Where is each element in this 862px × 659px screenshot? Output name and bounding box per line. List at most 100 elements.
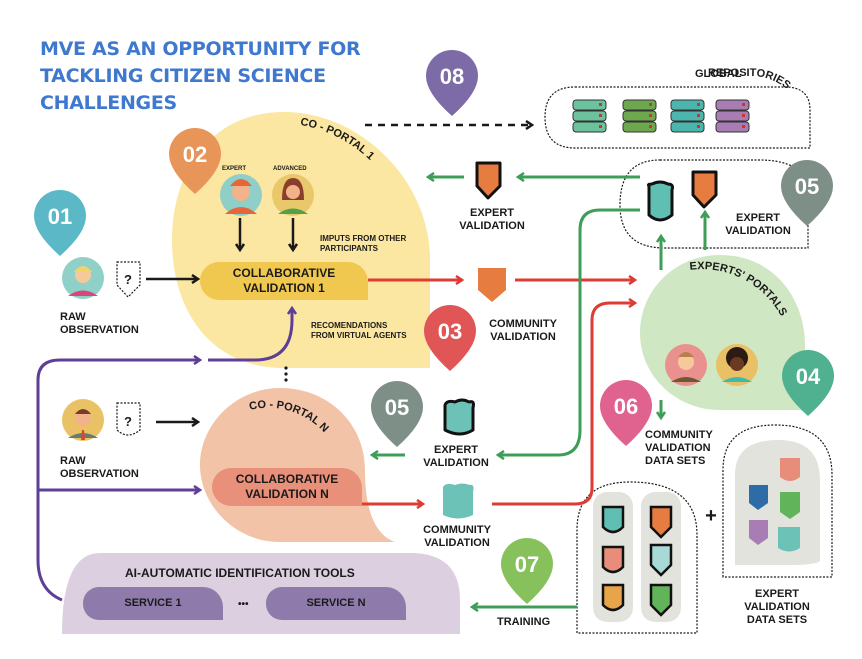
avatar-raw-observer-2 (62, 399, 104, 441)
server-stacks (572, 99, 750, 133)
inputs-line: PARTICIPANTS (320, 244, 378, 253)
expert-validation-box (619, 159, 809, 249)
expert-dataset-panel (735, 440, 820, 565)
evn-line: VALIDATION (423, 457, 489, 469)
evn-line: EXPERT (433, 444, 478, 456)
expert-datasets-box (722, 424, 833, 578)
cvn-line: VALIDATION (424, 537, 490, 549)
avatar-raw-observer-1 (62, 257, 104, 299)
svg-text:06: 06 (614, 394, 638, 419)
eds-line: VALIDATION (744, 601, 810, 613)
shield-icon-community-orange (478, 268, 506, 302)
eds-line: DATA SETS (746, 614, 808, 626)
red-arrow-communityN-to-experts (492, 303, 635, 506)
marker-07: 07 (501, 538, 553, 604)
expert-dataset-shields (749, 458, 800, 552)
raw2-line: OBSERVATION (60, 468, 139, 480)
advanced-avatar-label: ADVANCED (273, 166, 307, 172)
svg-text:01: 01 (48, 204, 72, 229)
cds-line: VALIDATION (645, 442, 711, 454)
server-icon (622, 99, 657, 133)
ai-tools-title: AI-AUTOMATIC IDENTIFICATION TOOLS (125, 566, 355, 580)
cv1-line: VALIDATION (490, 331, 556, 343)
server-icon (670, 99, 705, 133)
service-n-button[interactable]: SERVICE N (266, 587, 406, 620)
global-repositories-box (544, 86, 811, 149)
svg-text:04: 04 (796, 364, 821, 389)
shield-icon-expert-teal-n (443, 398, 475, 436)
raw1-line: RAW (60, 311, 86, 323)
shield-icon-community-teal-n (443, 483, 474, 519)
evb-line: VALIDATION (725, 225, 791, 237)
ev-line: VALIDATION (459, 220, 525, 232)
svg-text:05: 05 (385, 395, 409, 420)
svg-text:08: 08 (440, 64, 464, 89)
server-icon (572, 99, 607, 133)
avatar-expert (220, 174, 262, 216)
cvn-line: COMMUNITY (423, 524, 491, 536)
title-line: CHALLENGES (40, 92, 177, 114)
recs-line: RECOMENDATIONS (311, 321, 388, 330)
recs-line: FROM VIRTUAL AGENTS (311, 331, 407, 340)
purple-arrow-to-collab1 (208, 308, 292, 362)
shield-icon-unverified-2 (116, 402, 141, 436)
raw1-line: OBSERVATION (60, 324, 139, 336)
green-arrow-box-to-expert-val-n (498, 208, 640, 455)
shield-icon-unverified-1 (116, 261, 141, 298)
title-line: TACKLING CITIZEN SCIENCE (40, 65, 326, 87)
avatar-expert-portal-2 (716, 344, 758, 386)
marker-08: 08 (426, 50, 478, 116)
community-dataset-shields (601, 505, 673, 617)
svg-text:02: 02 (183, 142, 207, 167)
purple-arrow-ai-loop (36, 360, 200, 602)
service-1-button[interactable]: SERVICE 1 (83, 587, 223, 620)
cds-line: DATA SETS (645, 455, 706, 467)
marker-03: 03 (424, 305, 476, 371)
shield-icon-expert-orange (475, 161, 502, 200)
cds-line: COMMUNITY (645, 429, 713, 441)
question-mark-2: ? (124, 414, 132, 429)
shield-icon-expert-teal-box (646, 180, 674, 222)
collab1-line: VALIDATION 1 (243, 281, 325, 295)
services-ellipsis: ••• (238, 599, 249, 610)
inputs-line: IMPUTS FROM OTHER (320, 234, 407, 243)
global-label: GLOBAL (695, 68, 742, 80)
raw2-line: RAW (60, 455, 86, 467)
title-line: MVE AS AN OPPORTUNITY FOR (40, 38, 361, 60)
avatar-advanced (272, 174, 314, 216)
marker-05b: 05 (371, 381, 423, 447)
cv1-line: COMMUNITY (489, 318, 557, 330)
experts-portals-area (640, 255, 805, 410)
marker-02: 02 (169, 128, 221, 194)
svg-text:05: 05 (795, 174, 819, 199)
marker-01: 01 (34, 190, 86, 256)
plus-sign: + (705, 505, 717, 527)
ev-line: EXPERT (469, 207, 514, 219)
eds-line: EXPERT (754, 588, 799, 600)
collabN-line: VALIDATION N (245, 487, 329, 501)
training-label: TRAINING (497, 616, 551, 628)
collab1-line: COLLABORATIVE (232, 266, 336, 280)
server-icon (715, 99, 750, 133)
question-mark-1: ? (124, 272, 132, 287)
svg-text:03: 03 (438, 319, 462, 344)
marker-05a: 05 (781, 160, 833, 226)
svg-text:07: 07 (515, 552, 539, 577)
evb-line: EXPERT (735, 212, 780, 224)
expert-avatar-label: EXPERT (222, 166, 246, 172)
